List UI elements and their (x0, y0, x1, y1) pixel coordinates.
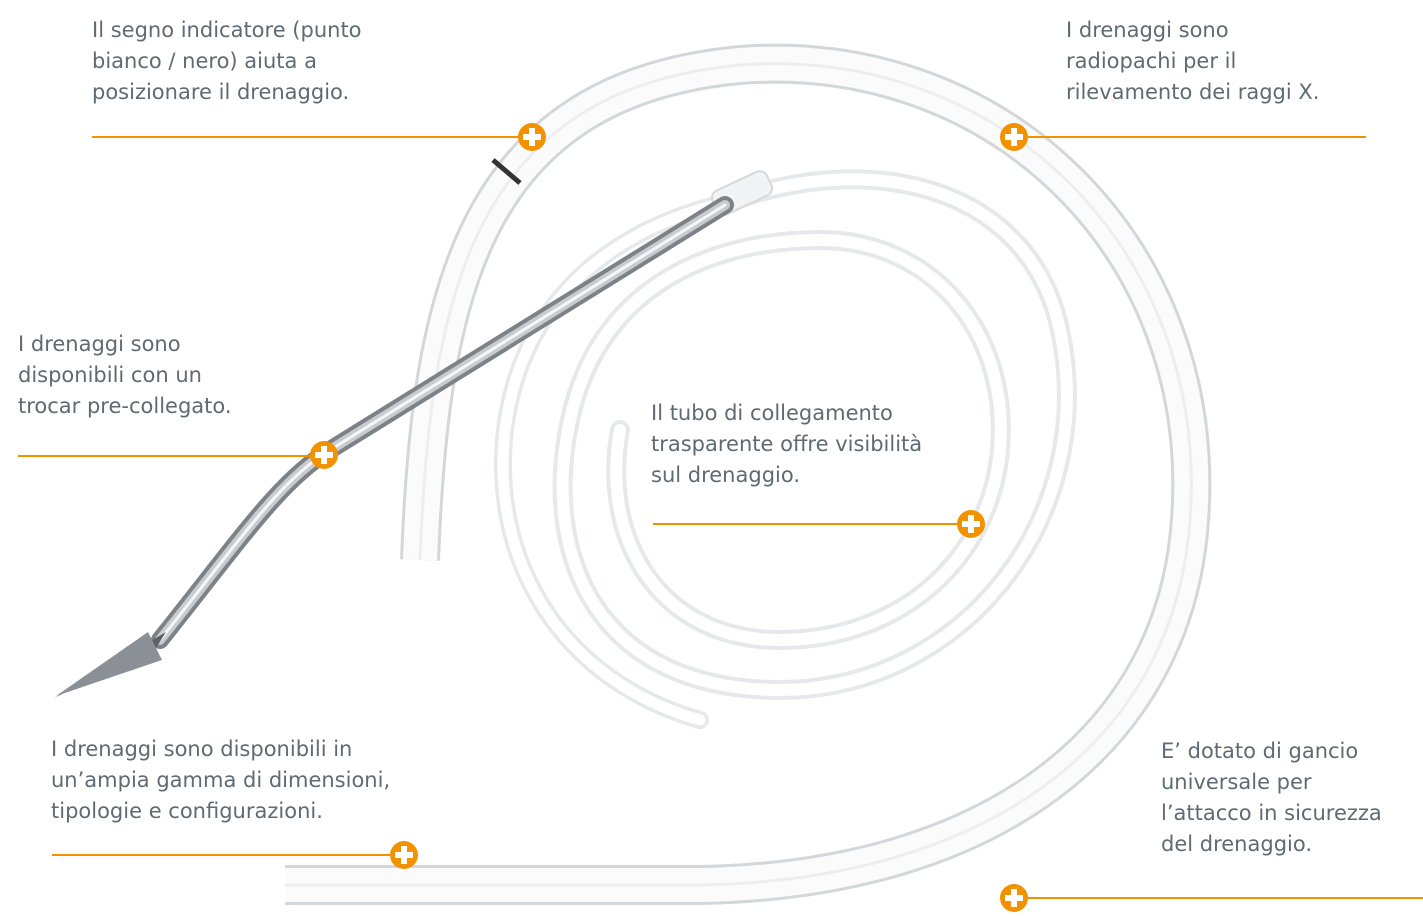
plus-glyph (523, 128, 541, 146)
indicator-mark (491, 158, 522, 185)
callout-line: del drenaggio. (1161, 832, 1313, 856)
plus-glyph (1005, 889, 1023, 907)
callout-rule (1014, 897, 1423, 899)
callout-line: trasparente offre visibilità (651, 432, 923, 456)
plus-circle-icon[interactable] (957, 510, 985, 538)
callout-radiopaque: I drenaggi sono radiopachi per il rileva… (1066, 15, 1319, 108)
callout-line: radiopachi per il (1066, 49, 1237, 73)
callout-indicator-mark: Il segno indicatore (punto bianco / nero… (92, 15, 362, 108)
plus-circle-icon[interactable] (518, 123, 546, 151)
drain-tube (285, 43, 1212, 905)
plus-glyph (315, 446, 333, 464)
callout-line: I drenaggi sono disponibili in (51, 737, 353, 761)
callout-transparent-tube: Il tubo di collegamento trasparente offr… (651, 398, 922, 491)
plus-glyph (395, 846, 413, 864)
connecting-tube (494, 169, 1077, 729)
callout-trocar: I drenaggi sono disponibili con un troca… (18, 329, 232, 422)
callout-rule (92, 136, 532, 138)
callout-rule (18, 455, 326, 457)
callout-rule (1014, 136, 1366, 138)
callout-line: Il tubo di collegamento (651, 401, 893, 425)
plus-circle-icon[interactable] (390, 841, 418, 869)
callout-rule (52, 854, 404, 856)
callout-line: universale per (1161, 770, 1312, 794)
plus-circle-icon[interactable] (1000, 123, 1028, 151)
callout-sizes: I drenaggi sono disponibili in un’ampia … (51, 734, 390, 827)
callout-line: I drenaggi sono (1066, 18, 1229, 42)
callout-universal-hook: E’ dotato di gancio universale per l’att… (1161, 736, 1382, 860)
callout-line: I drenaggi sono (18, 332, 181, 356)
plus-glyph (962, 515, 980, 533)
callout-line: Il segno indicatore (punto (92, 18, 362, 42)
callout-line: posizionare il drenaggio. (92, 80, 350, 104)
callout-line: trocar pre-collegato. (18, 394, 232, 418)
plus-circle-icon[interactable] (310, 441, 338, 469)
callout-line: bianco / nero) aiuta a (92, 49, 317, 73)
callout-line: tipologie e configurazioni. (51, 799, 323, 823)
plus-circle-icon[interactable] (1000, 884, 1028, 912)
callout-line: disponibili con un (18, 363, 202, 387)
callout-line: E’ dotato di gancio (1161, 739, 1359, 763)
plus-glyph (1005, 128, 1023, 146)
callout-line: sul drenaggio. (651, 463, 801, 487)
callout-line: rilevamento dei raggi X. (1066, 80, 1320, 104)
callout-line: l’attacco in sicurezza (1161, 801, 1382, 825)
callout-rule (653, 523, 971, 525)
callout-line: un’ampia gamma di dimensioni, (51, 768, 391, 792)
